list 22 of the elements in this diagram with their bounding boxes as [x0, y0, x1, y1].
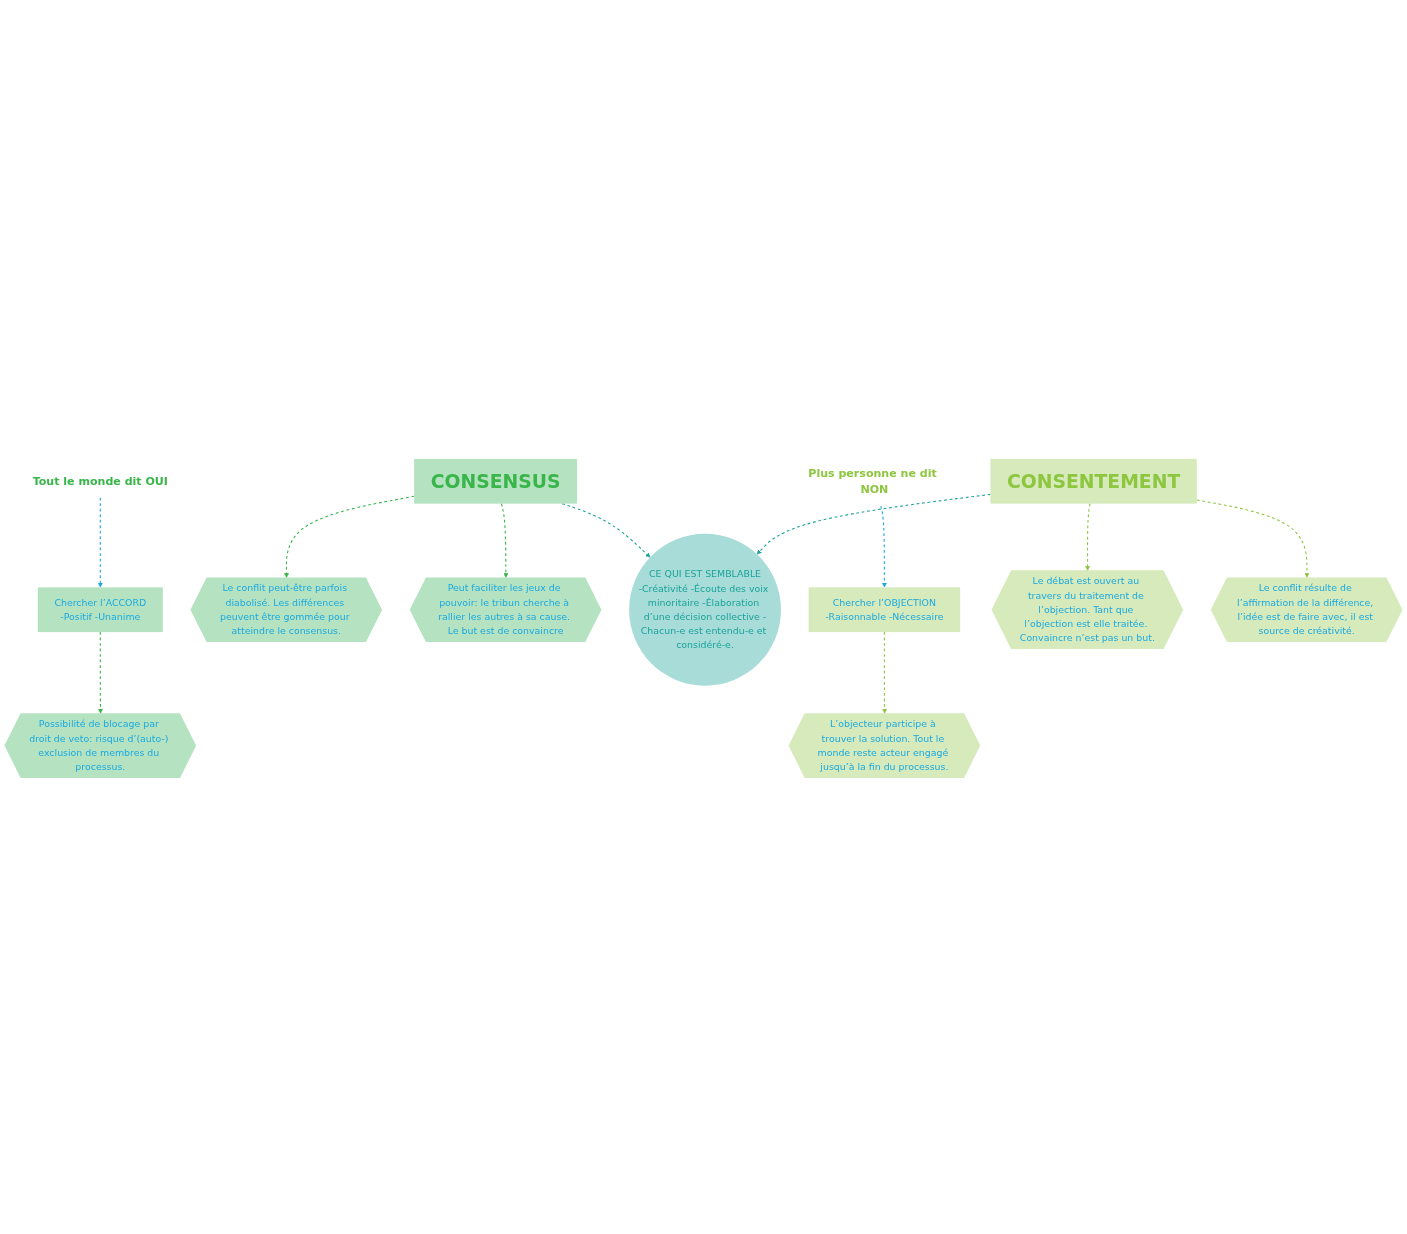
- arrow: [880, 505, 887, 588]
- node-text: Plus personne ne dit NON: [808, 466, 937, 497]
- node-box: L’objecteur participe à trouver la solution. Tout le monde reste acteur engagé jusqu’à la fin du processus.: [788, 713, 981, 778]
- node-circle: CE QUI EST SEMBLABLE -Créativité -Écoute des voix minoritaire -Élaboration d’une décision collective -Chacun-e est entendu-e et considéré-e.: [629, 533, 781, 686]
- node-box: Le conflit peut-être parfois diabolisé. Les différences peuvent être gommée pour atteindre le consensus.: [190, 577, 383, 642]
- arrow: [98, 631, 103, 714]
- node-text: Tout le monde dit OUI: [32, 474, 168, 488]
- arrow: [561, 502, 651, 558]
- node-box: Peut faciliter les jeux de pouvoir: le tribun cherche à rallier les autres à sa cause. Le but est de convaincre: [409, 577, 602, 642]
- node-box: Chercher l’ACCORD -Positif -Unanime: [37, 587, 163, 632]
- arrow: [1196, 499, 1310, 578]
- arrow: [284, 495, 415, 578]
- node-box: Chercher l’OBJECTION -Raisonnable -Nécessaire: [808, 587, 961, 632]
- arrow: [756, 493, 991, 555]
- arrow: [97, 497, 103, 588]
- arrow: [500, 502, 509, 578]
- node-box: Le conflit résulte de l’affirmation de la différence, l’idée est de faire avec, il est source de créativité.: [1210, 577, 1403, 642]
- arrow: [1085, 502, 1091, 571]
- node-box: CONSENTEMENT: [990, 458, 1197, 504]
- arrow: [882, 631, 887, 714]
- node-box: CONSENSUS: [414, 458, 578, 504]
- node-box: Possibilité de blocage par droit de veto: risque d’(auto-) exclusion de membres du processus.: [4, 713, 197, 778]
